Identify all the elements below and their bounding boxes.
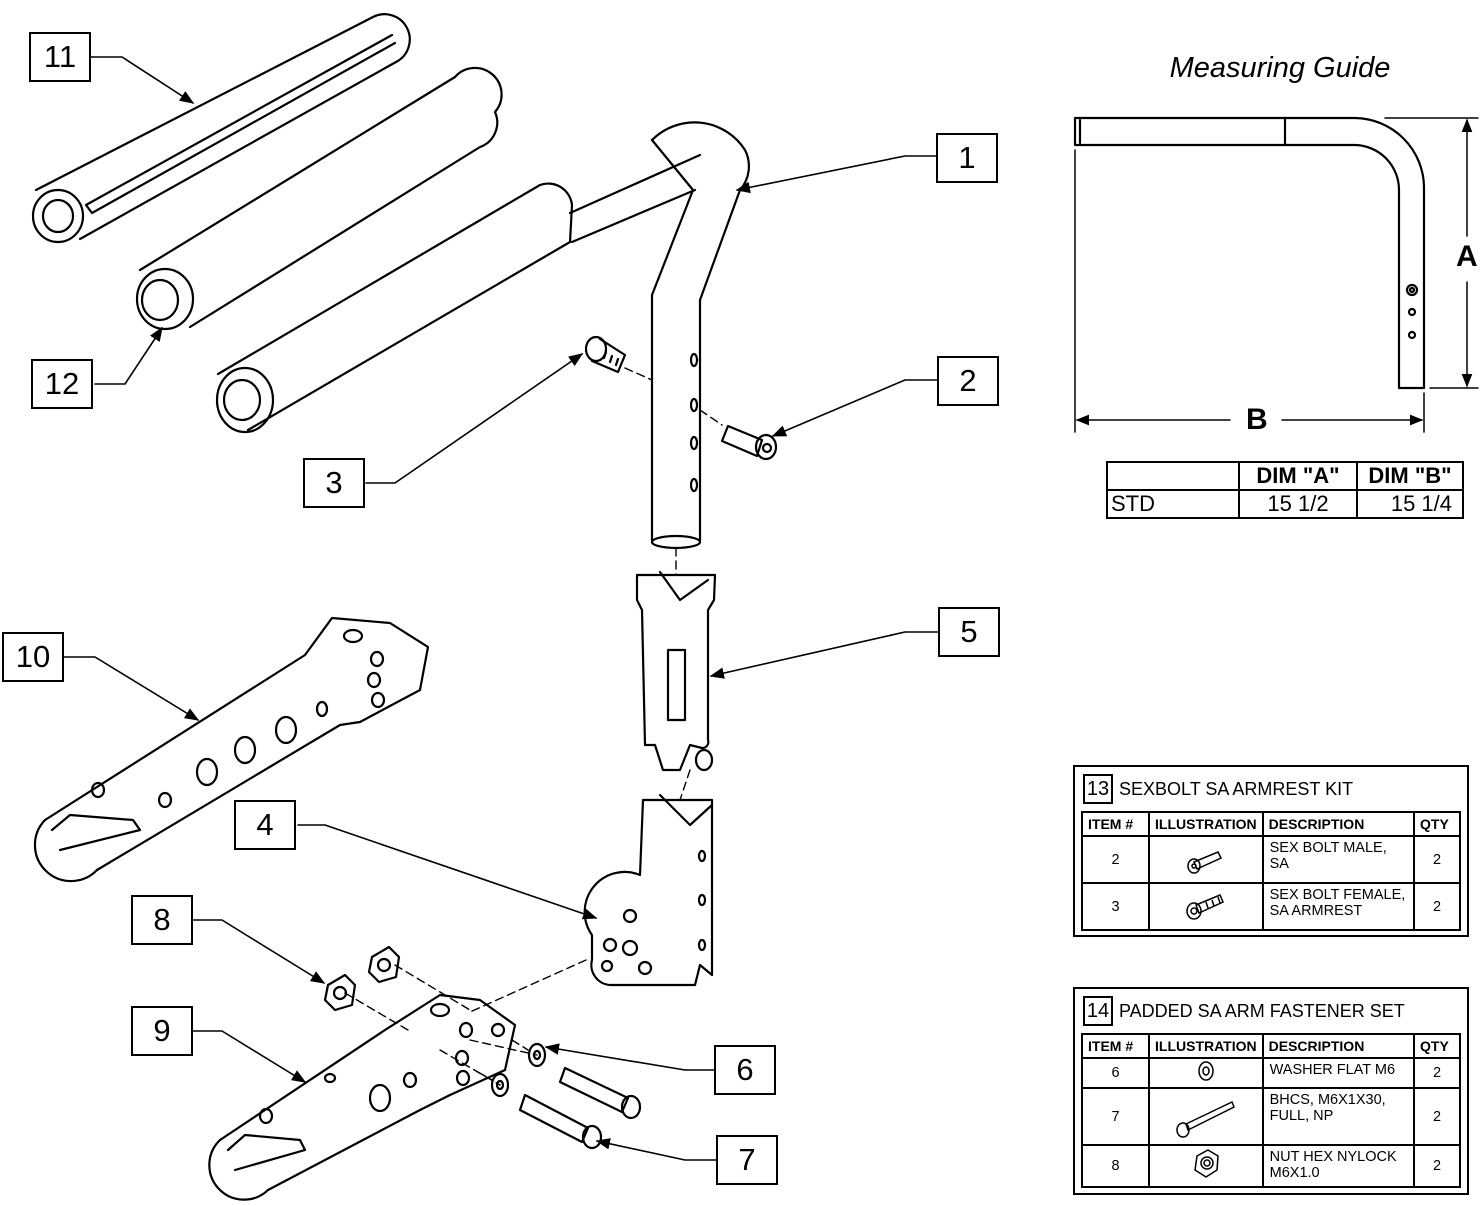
kit-14-header: 14 PADDED SA ARM FASTENER SET xyxy=(1075,989,1467,1033)
col-illustration: ILLUSTRATION xyxy=(1148,1033,1264,1059)
item-number: 8 xyxy=(1081,1144,1150,1188)
dimension-b-label: B xyxy=(1246,403,1268,436)
callout-9: 9 xyxy=(131,1006,193,1056)
dimension-lines xyxy=(1074,117,1479,433)
dimension-a-label: A xyxy=(1456,240,1478,273)
bolt-icon xyxy=(1148,1087,1264,1146)
table-row: 6 WASHER FLAT M6 2 xyxy=(1081,1057,1461,1089)
nut-icon xyxy=(1148,1144,1264,1188)
kit-13-parts: ITEM # ILLUSTRATION DESCRIPTION QTY 2 SE… xyxy=(1081,811,1461,931)
arm-tube xyxy=(215,121,750,550)
washer-icon xyxy=(1148,1057,1264,1089)
item-number: 7 xyxy=(1081,1087,1150,1146)
table-row: 7 BHCS, M6X1X30, FULL, NP 2 xyxy=(1081,1087,1461,1146)
kit-14-number: 14 xyxy=(1083,996,1113,1026)
col-item: ITEM # xyxy=(1081,1033,1150,1059)
item-description: WASHER FLAT M6 xyxy=(1261,1057,1416,1089)
item-number: 3 xyxy=(1081,882,1150,931)
item-qty: 2 xyxy=(1413,1144,1461,1188)
kit-13-title: SEXBOLT SA ARMREST KIT xyxy=(1119,778,1354,799)
col-qty: QTY xyxy=(1413,1033,1461,1059)
kit-13-columns: ITEM # ILLUSTRATION DESCRIPTION QTY xyxy=(1081,811,1461,837)
dim-row-label: STD xyxy=(1106,489,1240,519)
col-description: DESCRIPTION xyxy=(1261,1033,1416,1059)
table-row: 3 SEX BOLT FEMALE, SA ARMREST 2 xyxy=(1081,882,1461,931)
leader-lines xyxy=(63,56,939,1161)
armrest-socket xyxy=(583,793,714,987)
callout-8: 8 xyxy=(131,895,193,945)
armrest-pad xyxy=(135,66,503,331)
callout-1: 1 xyxy=(936,133,998,183)
sex-bolt-female-icon xyxy=(1148,882,1264,931)
kit-13-number: 13 xyxy=(1083,774,1113,804)
item-description: SEX BOLT MALE, SA xyxy=(1261,835,1416,884)
item-qty: 2 xyxy=(1413,882,1461,931)
dim-header-blank xyxy=(1106,461,1240,491)
kit-14-title: PADDED SA ARM FASTENER SET xyxy=(1119,1000,1405,1021)
item-qty: 2 xyxy=(1413,835,1461,884)
item-description: SEX BOLT FEMALE, SA ARMREST xyxy=(1261,882,1416,931)
dim-row-a: 15 1/2 xyxy=(1238,489,1358,519)
dim-row-b: 15 1/4 xyxy=(1356,489,1464,519)
dimension-table: DIM "A" DIM "B" STD 15 1/2 15 1/4 xyxy=(1106,461,1464,519)
item-qty: 2 xyxy=(1413,1087,1461,1146)
table-row: 8 NUT HEX NYLOCK M6X1.0 2 xyxy=(1081,1144,1461,1188)
col-description: DESCRIPTION xyxy=(1261,811,1416,837)
kit-13-header: 13 SEXBOLT SA ARMREST KIT xyxy=(1075,767,1467,811)
mount-tube-lower xyxy=(208,993,517,1201)
bolts xyxy=(518,1066,642,1150)
item-number: 6 xyxy=(1081,1057,1150,1089)
hex-nuts xyxy=(323,945,401,1012)
kit-13-table: 13 SEXBOLT SA ARMREST KIT ITEM # ILLUSTR… xyxy=(1073,765,1469,937)
mount-tube-upper xyxy=(33,616,430,883)
sleeve-insert xyxy=(635,570,717,772)
dim-header-b: DIM "B" xyxy=(1356,461,1464,491)
dimension-table-row: STD 15 1/2 15 1/4 xyxy=(1106,489,1464,519)
callout-3: 3 xyxy=(303,458,365,508)
callout-4: 4 xyxy=(234,800,296,850)
dim-header-a: DIM "A" xyxy=(1238,461,1358,491)
measuring-guide-title: Measuring Guide xyxy=(1169,52,1391,84)
col-qty: QTY xyxy=(1413,811,1461,837)
washers xyxy=(490,1042,547,1098)
kit-14-table: 14 PADDED SA ARM FASTENER SET ITEM # ILL… xyxy=(1073,987,1469,1195)
kit-14-columns: ITEM # ILLUSTRATION DESCRIPTION QTY xyxy=(1081,1033,1461,1059)
measuring-guide-drawing xyxy=(1073,116,1426,390)
table-row: 2 SEX BOLT MALE, SA 2 xyxy=(1081,835,1461,884)
callout-2: 2 xyxy=(937,356,999,406)
item-qty: 2 xyxy=(1413,1057,1461,1089)
callout-10: 10 xyxy=(2,632,64,682)
callout-12: 12 xyxy=(31,359,93,409)
sex-bolt-male xyxy=(720,424,778,461)
callout-6: 6 xyxy=(714,1045,776,1095)
callout-5: 5 xyxy=(938,607,1000,657)
kit-14-parts: ITEM # ILLUSTRATION DESCRIPTION QTY 6 WA… xyxy=(1081,1033,1461,1188)
callout-11: 11 xyxy=(29,32,91,82)
item-number: 2 xyxy=(1081,835,1150,884)
col-item: ITEM # xyxy=(1081,811,1150,837)
dimension-table-header: DIM "A" DIM "B" xyxy=(1106,461,1464,491)
assembly-lines xyxy=(344,367,723,1086)
armrest-pad-slotted xyxy=(31,13,411,244)
sex-bolt-male-icon xyxy=(1148,835,1264,884)
item-description: BHCS, M6X1X30, FULL, NP xyxy=(1261,1087,1416,1146)
callout-7: 7 xyxy=(716,1135,778,1185)
sex-bolt-female xyxy=(584,335,627,374)
item-description: NUT HEX NYLOCK M6X1.0 xyxy=(1261,1144,1416,1188)
col-illustration: ILLUSTRATION xyxy=(1148,811,1264,837)
